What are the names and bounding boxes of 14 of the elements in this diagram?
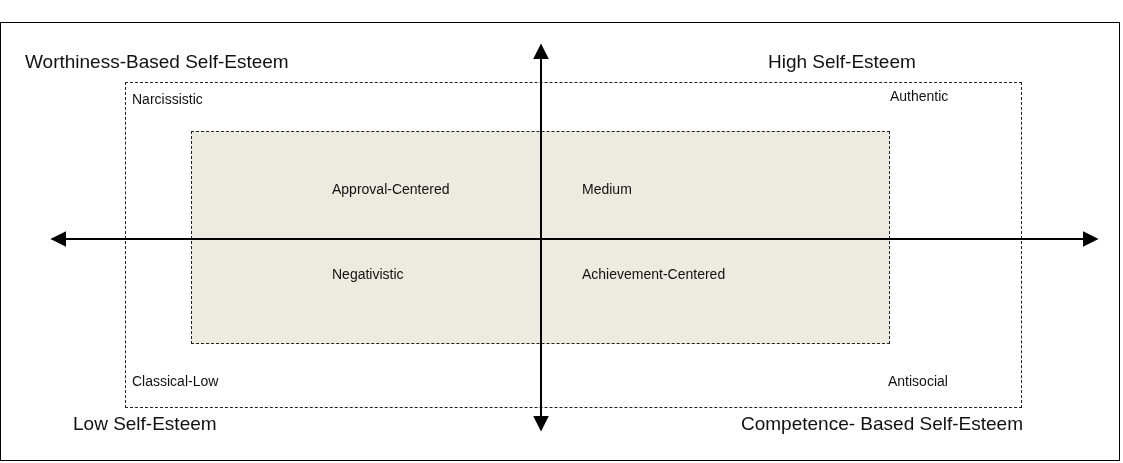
outer-dashed-box bbox=[125, 82, 1022, 408]
axis-end-label: Worthiness-Based Self-Esteem bbox=[25, 51, 289, 73]
quadrant-corner-label: Authentic bbox=[890, 88, 949, 104]
quadrant-corner-label: Antisocial bbox=[888, 373, 948, 389]
axis-end-label: High Self-Esteem bbox=[768, 51, 916, 73]
axis-end-label: Competence- Based Self-Esteem bbox=[741, 413, 1023, 435]
inner-shaded-box bbox=[191, 131, 890, 344]
axis-end-label: Low Self-Esteem bbox=[73, 413, 217, 435]
quadrant-corner-label: Narcissistic bbox=[132, 91, 203, 107]
quadrant-label: Medium bbox=[582, 181, 632, 197]
quadrant-label: Achievement-Centered bbox=[582, 266, 726, 282]
quadrant-label: Negativistic bbox=[332, 266, 404, 282]
quadrant-corner-label: Classical-Low bbox=[132, 373, 219, 389]
quadrant-label: Approval-Centered bbox=[332, 181, 450, 197]
